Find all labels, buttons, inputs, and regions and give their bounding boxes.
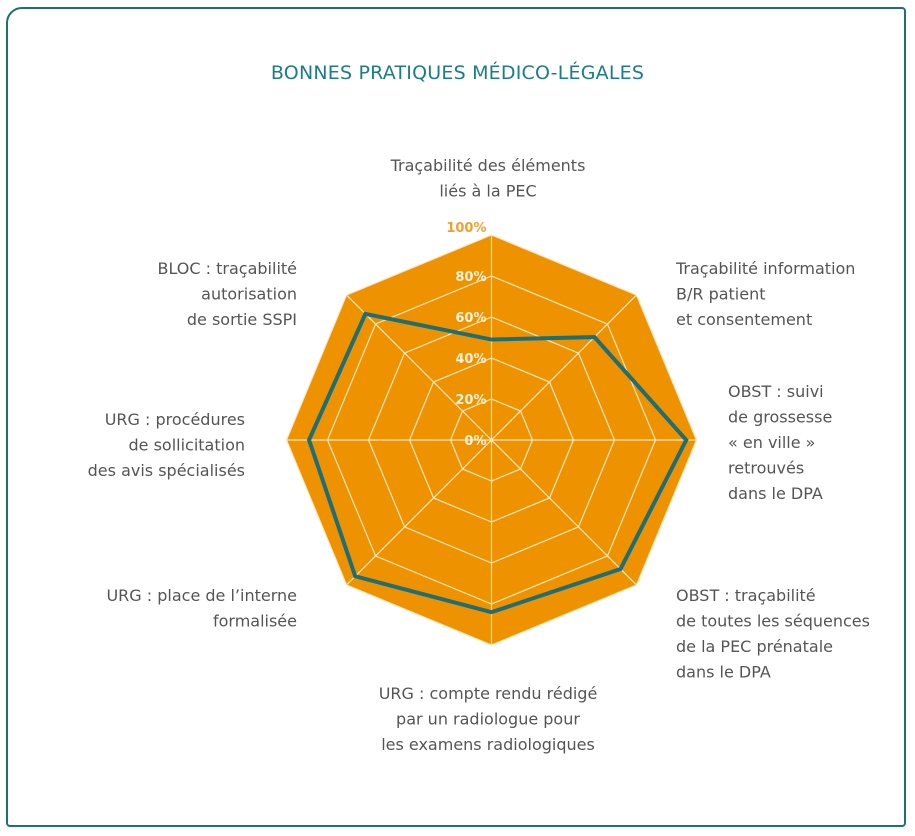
axis-label: de grossesse	[728, 408, 832, 427]
grid-spoke	[491, 294, 637, 441]
axis-label: URG : procédures	[105, 410, 245, 429]
tick-label: 100%	[446, 221, 486, 236]
tick-label: 60%	[455, 311, 486, 326]
axis-label: retrouvés	[728, 459, 804, 478]
tick-label: 20%	[455, 393, 486, 408]
axis-label: dans le DPA	[728, 484, 823, 503]
axis-label: et consentement	[676, 310, 812, 329]
axis-label: Traçabilité des éléments	[390, 156, 586, 175]
tick-label: 40%	[455, 352, 486, 367]
chart-title: BONNES PRATIQUES MÉDICO-LÉGALES	[270, 62, 645, 84]
axis-label: autorisation	[201, 285, 297, 304]
axis-label: liés à la PEC	[439, 182, 536, 201]
axis-label: de toutes les séquences	[676, 612, 870, 631]
axis-label: OBST : suivi	[728, 382, 824, 401]
axis-label: de sollicitation	[128, 436, 245, 455]
grid-spoke	[346, 294, 492, 441]
axis-label: par un radiologue pour	[396, 710, 580, 729]
axis-label: BLOC : traçabilité	[157, 259, 297, 278]
axis-label: Traçabilité information	[675, 259, 855, 278]
axis-label: B/R patient	[676, 285, 766, 304]
axis-label: formalisée	[213, 612, 297, 631]
grid-spoke	[491, 439, 637, 586]
tick-label: 80%	[455, 270, 486, 285]
axis-label: URG : compte rendu rédigé	[379, 684, 598, 703]
axis-label: OBST : traçabilité	[676, 586, 816, 605]
axis-label: « en ville »	[728, 433, 815, 452]
axis-label: URG : place de l’interne	[106, 586, 297, 605]
grid-spoke	[346, 439, 492, 586]
axis-label: de la PEC prénatale	[676, 637, 833, 656]
tick-label: 0%	[464, 434, 486, 449]
chart-frame	[6, 7, 906, 827]
axis-label: les examens radiologiques	[381, 735, 595, 754]
axis-label: des avis spécialisés	[88, 461, 245, 480]
axis-label: dans le DPA	[676, 663, 771, 682]
axis-label: de sortie SSPI	[187, 310, 297, 329]
